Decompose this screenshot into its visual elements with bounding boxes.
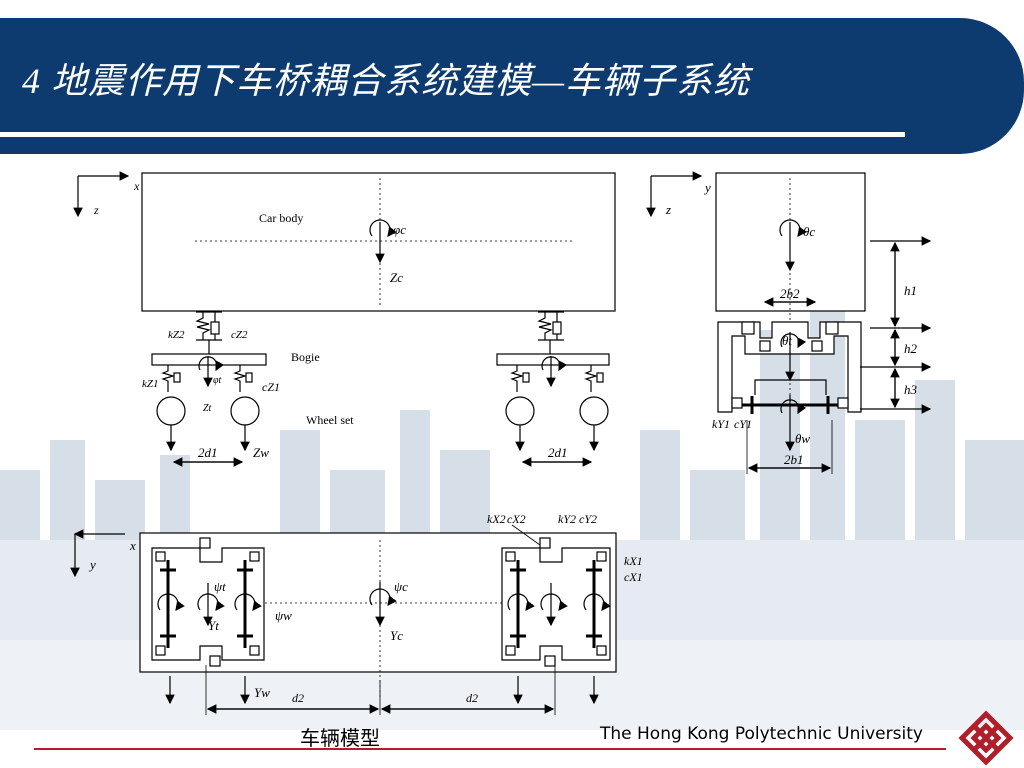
z-t-label: Zt bbox=[203, 403, 212, 414]
theta-w-label: θw bbox=[795, 431, 810, 446]
wheel-icon bbox=[230, 396, 260, 426]
c-z1-label: cZ1 bbox=[262, 380, 280, 394]
h2-label: h2 bbox=[904, 341, 918, 356]
title-banner bbox=[0, 18, 1024, 154]
left-bogie: kZ2 cZ2 φt Zt Bogie kZ1 cZ1 Wheel set Zw… bbox=[142, 311, 354, 467]
theta-c-label: θc bbox=[803, 224, 815, 239]
bogie-frame bbox=[151, 353, 267, 366]
car-body-label: Car body bbox=[259, 211, 303, 225]
wheel-set-label: Wheel set bbox=[306, 413, 354, 427]
polyu-logo-icon bbox=[958, 710, 1014, 766]
dim-2b1: 2b1 bbox=[784, 452, 804, 467]
top-axis-x-label: x bbox=[129, 538, 136, 553]
c-x2-label: cX2 bbox=[507, 512, 526, 526]
theta-t-label: θt bbox=[782, 333, 792, 348]
side-view: x z Car body φc Zc kZ2 cZ2 φt Zt Bogie bbox=[73, 171, 616, 467]
dim-d2-left: d2 bbox=[292, 691, 304, 705]
phi-t-label: φt bbox=[213, 375, 222, 386]
university-name: The Hong Kong Polytechnic University bbox=[600, 724, 923, 744]
psi-w-label: ψw bbox=[275, 608, 292, 623]
phi-c-label: φc bbox=[393, 222, 406, 237]
c-y1-label: cY1 bbox=[734, 417, 752, 431]
spring-icon bbox=[195, 312, 211, 340]
bogie-label: Bogie bbox=[291, 350, 320, 364]
pitch-rotation-icon bbox=[369, 219, 397, 237]
z-w-label: Zw bbox=[253, 445, 269, 460]
psi-c-label: ψc bbox=[394, 579, 408, 594]
page-title: 4 地震作用下车桥耦合系统建模—车辆子系统 bbox=[22, 61, 751, 101]
c-x1-label: cX1 bbox=[624, 570, 643, 584]
y-c-label: Yc bbox=[390, 628, 403, 643]
k-x1-label: kX1 bbox=[624, 554, 643, 568]
dim-2d1-left: 2d1 bbox=[198, 445, 218, 460]
dim-2d1-right: 2d1 bbox=[548, 445, 568, 460]
wheel-icon bbox=[156, 396, 186, 426]
k-y1-label: kY1 bbox=[712, 417, 730, 431]
end-view: y z θc 2b2 θt kY1 cY1 θw 2b1 bbox=[646, 171, 932, 474]
dim-2b2: 2b2 bbox=[780, 286, 800, 301]
h3-label: h3 bbox=[904, 382, 918, 397]
figure-caption: 车辆模型 bbox=[300, 728, 380, 750]
h1-label: h1 bbox=[904, 283, 917, 298]
footer-divider bbox=[34, 748, 946, 750]
end-axis-z-label: z bbox=[665, 202, 671, 217]
k-z1-label: kZ1 bbox=[142, 378, 159, 390]
c-z2-label: cZ2 bbox=[231, 329, 248, 341]
y-w-label: Yw bbox=[254, 685, 270, 700]
k-x2-label: kX2 bbox=[487, 512, 506, 526]
psi-t-label: ψt bbox=[214, 579, 226, 594]
dim-d2-right: d2 bbox=[466, 691, 478, 705]
z-c-label: Zc bbox=[390, 270, 403, 285]
c-y2-label: cY2 bbox=[579, 512, 597, 526]
side-axis-z-label: z bbox=[93, 203, 99, 217]
top-axis-y-label: y bbox=[88, 557, 96, 572]
y-t-label: Yt bbox=[208, 618, 219, 633]
end-axis-y-label: y bbox=[703, 180, 711, 195]
top-view: x y ψt Yt ψw ψc Yc bbox=[70, 512, 643, 715]
side-axes: x z bbox=[73, 171, 140, 218]
car-body-box bbox=[141, 172, 616, 312]
k-z2-label: kZ2 bbox=[168, 329, 185, 341]
side-axis-x-label: x bbox=[133, 179, 140, 193]
right-bogie: 2d1 bbox=[496, 311, 610, 467]
k-y2-label: kY2 bbox=[558, 512, 576, 526]
